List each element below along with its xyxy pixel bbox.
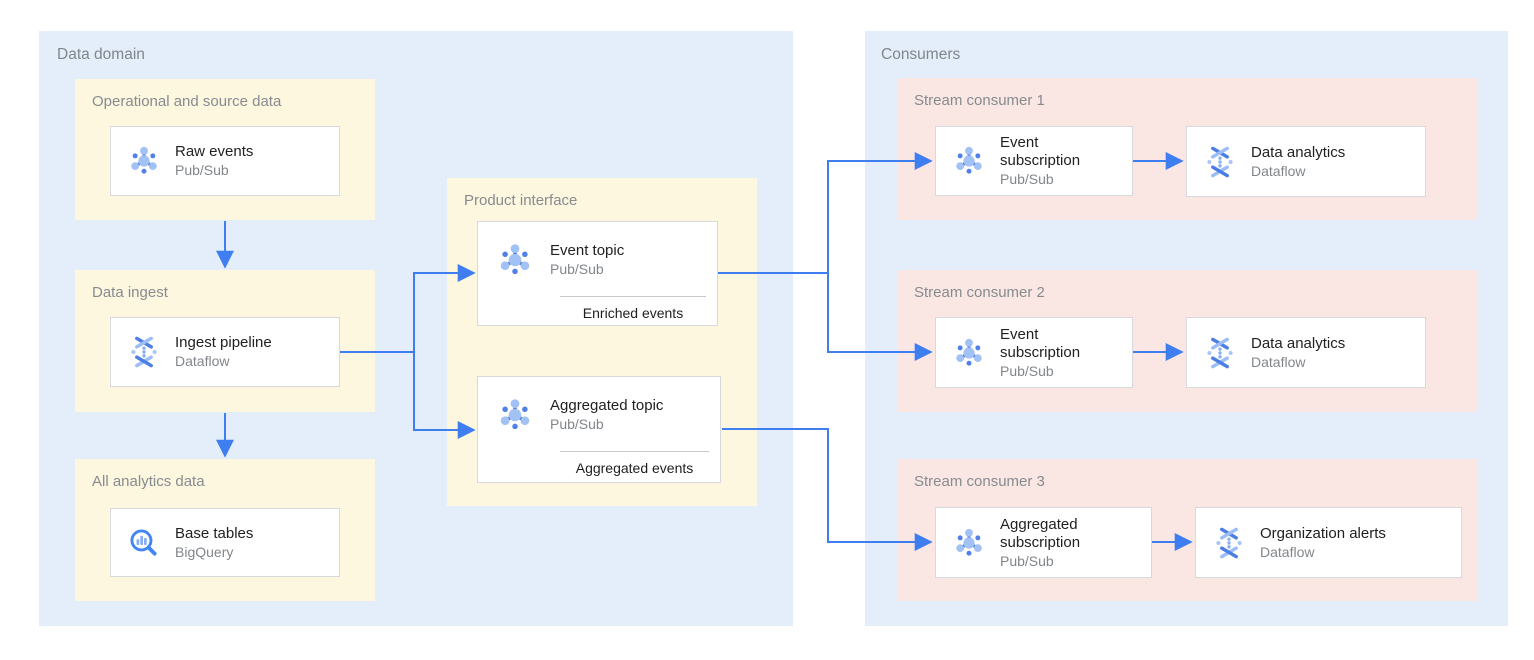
- card-product: Dataflow: [1251, 353, 1306, 370]
- group-label: Data ingest: [92, 284, 168, 301]
- card-title: Base tables: [175, 524, 254, 542]
- card-text: Data analytics Dataflow: [1251, 335, 1345, 371]
- card-title: Aggregated topic: [550, 397, 664, 414]
- event-topic-card: Event topic Pub/Sub Enriched events: [477, 221, 718, 326]
- pubsub-icon: [952, 144, 986, 178]
- card-product: Pub/Sub: [550, 416, 604, 432]
- raw-events-card: Raw events Pub/Sub: [110, 126, 340, 196]
- pubsub-icon: [127, 144, 161, 178]
- stream2-event-subscription-card: Event subscription Pub/Sub: [935, 317, 1133, 388]
- card-title: Data analytics: [1251, 143, 1346, 161]
- card-title: Event subscription: [1000, 325, 1081, 361]
- divider: [560, 296, 706, 297]
- group-label: Stream consumer 2: [914, 284, 1045, 301]
- data-domain-label: Data domain: [57, 46, 145, 63]
- card-product: Pub/Sub: [1000, 552, 1054, 569]
- card-title: Organization alerts: [1260, 524, 1386, 542]
- card-text: Aggregated topic Pub/Sub: [550, 397, 663, 433]
- card-product: Pub/Sub: [550, 261, 604, 277]
- stream1-data-analytics-card: Data analytics Dataflow: [1186, 126, 1426, 197]
- dataflow-icon: [1212, 526, 1246, 560]
- pubsub-icon: [496, 396, 534, 434]
- card-row: Event topic Pub/Sub: [478, 222, 717, 293]
- card-title: Event topic: [550, 242, 625, 259]
- card-title: Ingest pipeline: [175, 334, 272, 351]
- pubsub-icon: [952, 336, 986, 370]
- card-title: Data analytics: [1251, 334, 1346, 352]
- bigquery-icon: [127, 526, 161, 560]
- card-product: Pub/Sub: [1000, 171, 1054, 187]
- dataflow-icon: [127, 335, 161, 369]
- aggregated-topic-card: Aggregated topic Pub/Sub Aggregated even…: [477, 376, 721, 483]
- stream3-organization-alerts-card: Organization alerts Dataflow: [1195, 507, 1462, 578]
- group-label: All analytics data: [92, 473, 205, 490]
- card-text: Base tables BigQuery: [175, 525, 253, 561]
- pubsub-icon: [952, 526, 986, 560]
- group-label: Stream consumer 3: [914, 473, 1045, 490]
- dataflow-icon: [1203, 336, 1237, 370]
- card-row: Aggregated topic Pub/Sub: [478, 377, 720, 448]
- card-title: Raw events: [175, 143, 254, 160]
- stream1-event-subscription-card: Event subscription Pub/Sub: [935, 126, 1133, 196]
- group-label: Stream consumer 1: [914, 92, 1045, 109]
- card-text: Data analytics Dataflow: [1251, 144, 1345, 180]
- consumers-label: Consumers: [881, 46, 961, 63]
- card-text: Raw events Pub/Sub: [175, 143, 253, 179]
- card-caption: Enriched events: [582, 305, 684, 321]
- card-product: BigQuery: [175, 543, 234, 560]
- card-caption: Aggregated events: [575, 460, 694, 476]
- dataflow-icon: [1203, 145, 1237, 179]
- card-text: Aggregated subscription Pub/Sub: [1000, 516, 1112, 570]
- divider: [560, 451, 709, 452]
- card-text: Event subscription Pub/Sub: [1000, 326, 1112, 380]
- ingest-pipeline-card: Ingest pipeline Dataflow: [110, 317, 340, 387]
- card-product: Dataflow: [175, 353, 230, 369]
- card-product: Pub/Sub: [175, 162, 229, 178]
- card-text: Organization alerts Dataflow: [1260, 525, 1386, 561]
- group-label: Operational and source data: [92, 93, 282, 110]
- card-title: Aggregated subscription: [1000, 515, 1081, 551]
- card-text: Event subscription Pub/Sub: [1000, 134, 1112, 188]
- card-product: Dataflow: [1260, 543, 1315, 560]
- stream2-data-analytics-card: Data analytics Dataflow: [1186, 317, 1426, 388]
- card-title: Event subscription: [1000, 134, 1081, 169]
- card-text: Ingest pipeline Dataflow: [175, 334, 272, 370]
- stream3-aggregated-subscription-card: Aggregated subscription Pub/Sub: [935, 507, 1152, 578]
- base-tables-card: Base tables BigQuery: [110, 508, 340, 577]
- group-label: Product interface: [464, 192, 578, 209]
- card-product: Dataflow: [1251, 162, 1306, 179]
- card-text: Event topic Pub/Sub: [550, 242, 624, 278]
- pubsub-icon: [496, 241, 534, 279]
- card-product: Pub/Sub: [1000, 362, 1054, 379]
